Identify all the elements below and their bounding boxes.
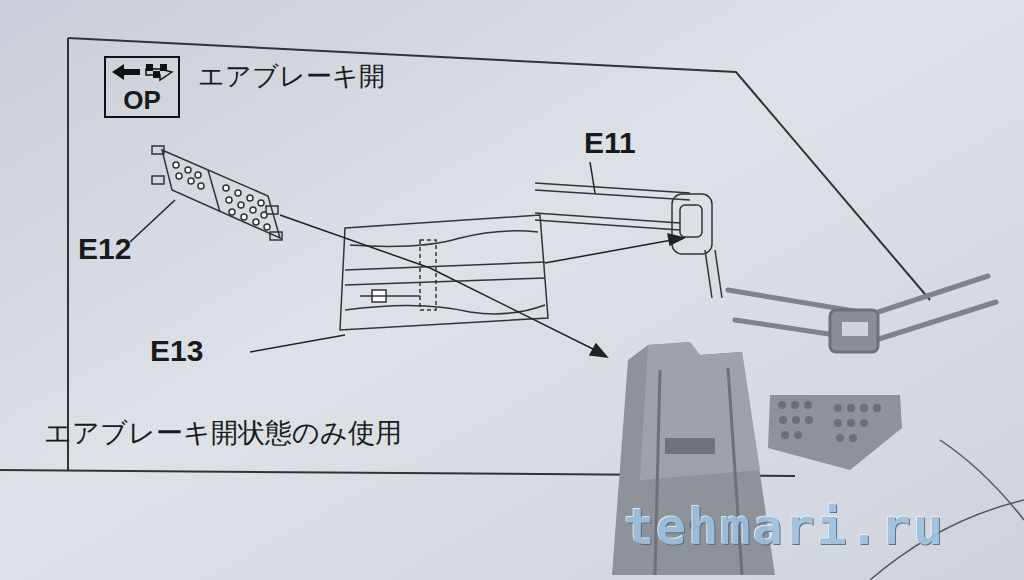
e12-drawing (152, 146, 282, 240)
option-icon-box: OP (104, 56, 180, 118)
option-icon-arrows (112, 64, 172, 80)
watermark: tehmari.ru (624, 500, 945, 555)
sheet-line (940, 440, 1024, 520)
usage-note: エアブレーキ開状態のみ使用 (44, 418, 402, 448)
e13-drawing (340, 215, 548, 330)
part-number: E13 (150, 334, 203, 367)
step-title: エアブレーキ開 (198, 62, 385, 91)
option-label: OP (123, 86, 161, 115)
plastic-part-e11 (728, 276, 996, 352)
e11-drawing (535, 183, 722, 298)
leader-line (130, 162, 684, 357)
frame-line (68, 38, 930, 300)
frame-line (67, 38, 69, 470)
plastic-part-e12 (768, 395, 902, 470)
part-number: E11 (584, 126, 636, 159)
part-number: E12 (78, 232, 131, 265)
